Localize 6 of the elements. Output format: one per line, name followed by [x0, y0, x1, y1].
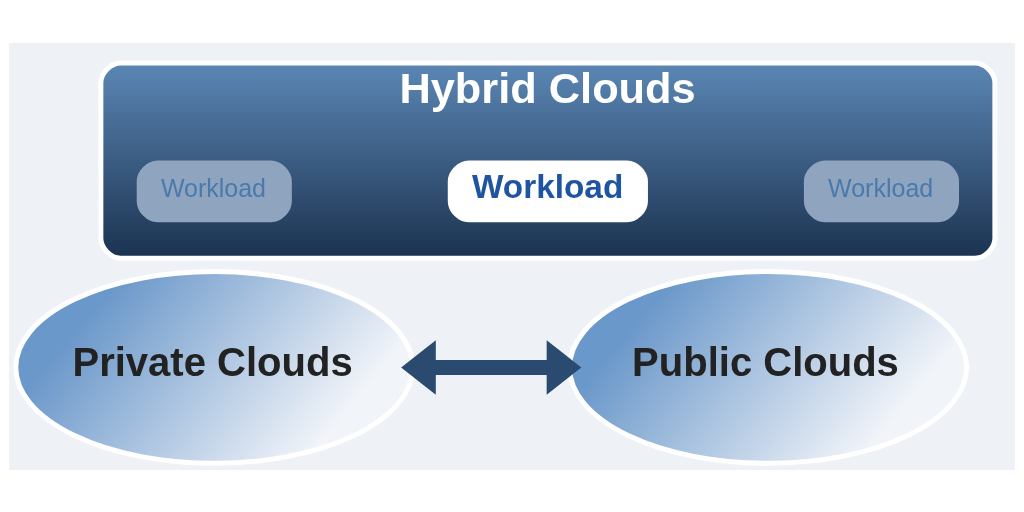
node-box: Workload [447, 160, 648, 222]
arrow [401, 339, 582, 395]
node-ellipse: Public Clouds [567, 268, 969, 466]
node-box: Workload [803, 160, 959, 222]
node-ellipse: Private Clouds [13, 268, 416, 466]
node-box: Workload [136, 160, 292, 222]
